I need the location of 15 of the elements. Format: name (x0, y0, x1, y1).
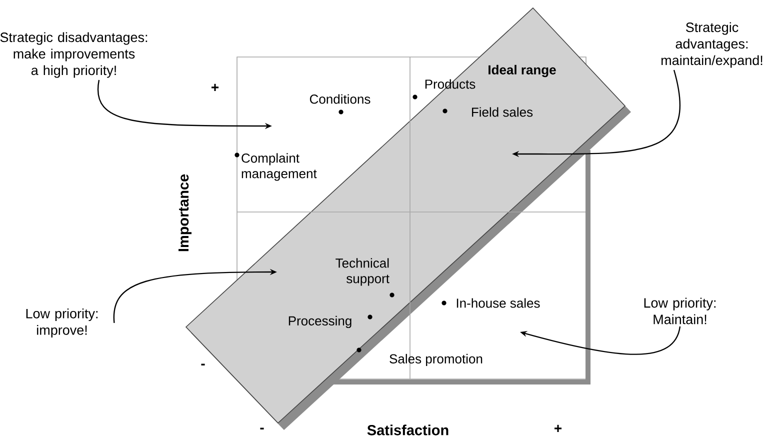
data-point: Technical support (336, 258, 394, 298)
axis-sign: + (554, 424, 562, 432)
axis-sign: - (260, 428, 264, 430)
axis-sign: - (201, 364, 205, 366)
callout-text: Low priority: Maintain! (644, 298, 716, 324)
callout-text: Strategic disadvantages: make improvements a high priority! (0, 32, 148, 78)
axis-sign: + (212, 84, 219, 91)
callout-text: Low priority: improve! (26, 308, 98, 338)
data-point: Processing (288, 314, 372, 328)
data-point: Complaint management (234, 152, 317, 181)
callout-text: Strategic advantages: maintain/expand! (661, 22, 762, 68)
data-point: Sales promotion (356, 348, 482, 366)
data-point: In-house sales (442, 298, 540, 308)
data-point: Field sales (442, 107, 533, 117)
data-point: Conditions (310, 94, 370, 114)
